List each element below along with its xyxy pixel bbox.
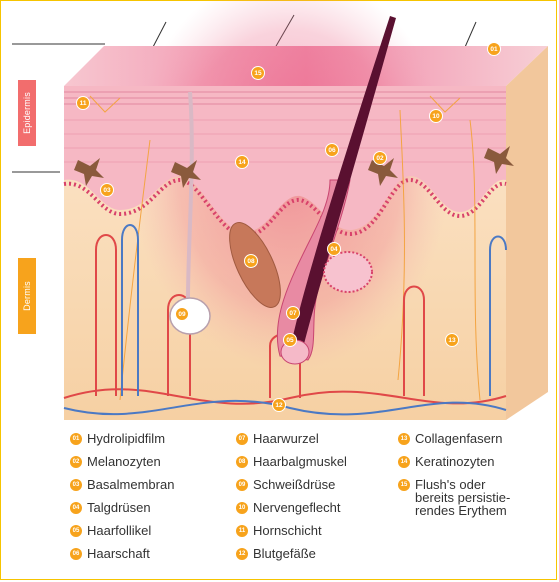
legend-column: 01 Hydrolipidfilm 02 Melanozyten 03 Basalme… (70, 432, 207, 570)
callout-15: 15 (251, 66, 265, 80)
legend-badge: 12 (236, 548, 248, 560)
legend-item: 02 Melanozyten (70, 455, 207, 468)
callout-07: 07 (286, 306, 300, 320)
legend-item: 09 Schweißdrüse (236, 478, 373, 491)
legend-badge: 06 (70, 548, 82, 560)
legend-item: 11 Hornschicht (236, 524, 373, 537)
legend-badge: 05 (70, 525, 82, 537)
epidermis-tab: Epidermis (18, 80, 36, 146)
legend-badge: 02 (70, 456, 82, 468)
legend-badge: 14 (398, 456, 410, 468)
legend-label: Haarschaft (87, 547, 207, 560)
legend-label: Nervengeflecht (253, 501, 373, 514)
callout-05: 05 (283, 333, 297, 347)
callout-04: 04 (327, 242, 341, 256)
legend-label: Schweißdrüse (253, 478, 373, 491)
callout-14: 14 (235, 155, 249, 169)
callout-01: 01 (487, 42, 501, 56)
legend-item: 03 Basalmembran (70, 478, 207, 491)
legend-item: 04 Talgdrüsen (70, 501, 207, 514)
dermis-tab: Dermis (18, 258, 36, 334)
legend-label: Hydrolipidfilm (87, 432, 207, 445)
legend-item: 01 Hydrolipidfilm (70, 432, 207, 445)
legend-badge: 08 (236, 456, 248, 468)
legend-label: Basalmembran (87, 478, 207, 491)
legend-column: 07 Haarwurzel 08 Haarbalgmuskel 09 Schweißd… (236, 432, 373, 570)
legend-label: Collagenfasern (415, 432, 535, 445)
legend-label: Hornschicht (253, 524, 373, 537)
legend-badge: 11 (236, 525, 248, 537)
legend-badge: 01 (70, 433, 82, 445)
legend-label: Haarbalgmuskel (253, 455, 373, 468)
callout-09: 09 (175, 307, 189, 321)
legend-badge: 07 (236, 433, 248, 445)
legend-badge: 15 (398, 479, 410, 491)
callout-11: 11 (76, 96, 90, 110)
legend-item: 14 Keratinozyten (398, 455, 535, 468)
callout-13: 13 (445, 333, 459, 347)
callout-12: 12 (272, 398, 286, 412)
callout-03: 03 (100, 183, 114, 197)
legend-label: Flush's oder bereits persistie-rendes Er… (415, 478, 525, 517)
epidermis-label: Epidermis (22, 92, 32, 134)
legend-badge: 10 (236, 502, 248, 514)
callout-06: 06 (325, 143, 339, 157)
callout-02: 02 (373, 151, 387, 165)
legend-item: 12 Blutgefäße (236, 547, 373, 560)
legend-label: Keratinozyten (415, 455, 535, 468)
callout-10: 10 (429, 109, 443, 123)
legend-item: 15 Flush's oder bereits persistie-rendes … (398, 478, 535, 517)
block-side-face (506, 46, 548, 420)
skin-cross-section-diagram (0, 0, 559, 430)
legend-item: 05 Haarfollikel (70, 524, 207, 537)
legend-label: Haarfollikel (87, 524, 207, 537)
legend-badge: 03 (70, 479, 82, 491)
legend-item: 13 Collagenfasern (398, 432, 535, 445)
legend-column: 13 Collagenfasern 14 Keratinozyten 15 Flush… (398, 432, 535, 527)
legend-label: Melanozyten (87, 455, 207, 468)
legend-item: 07 Haarwurzel (236, 432, 373, 445)
sebaceous-gland (324, 252, 372, 292)
legend: 01 Hydrolipidfilm 02 Melanozyten 03 Basalme… (70, 432, 550, 577)
legend-badge: 09 (236, 479, 248, 491)
dermis-label: Dermis (22, 281, 32, 311)
callout-08: 08 (244, 254, 258, 268)
legend-item: 08 Haarbalgmuskel (236, 455, 373, 468)
legend-item: 10 Nervengeflecht (236, 501, 373, 514)
legend-label: Blutgefäße (253, 547, 373, 560)
legend-label: Haarwurzel (253, 432, 373, 445)
legend-badge: 13 (398, 433, 410, 445)
legend-badge: 04 (70, 502, 82, 514)
legend-item: 06 Haarschaft (70, 547, 207, 560)
legend-label: Talgdrüsen (87, 501, 207, 514)
